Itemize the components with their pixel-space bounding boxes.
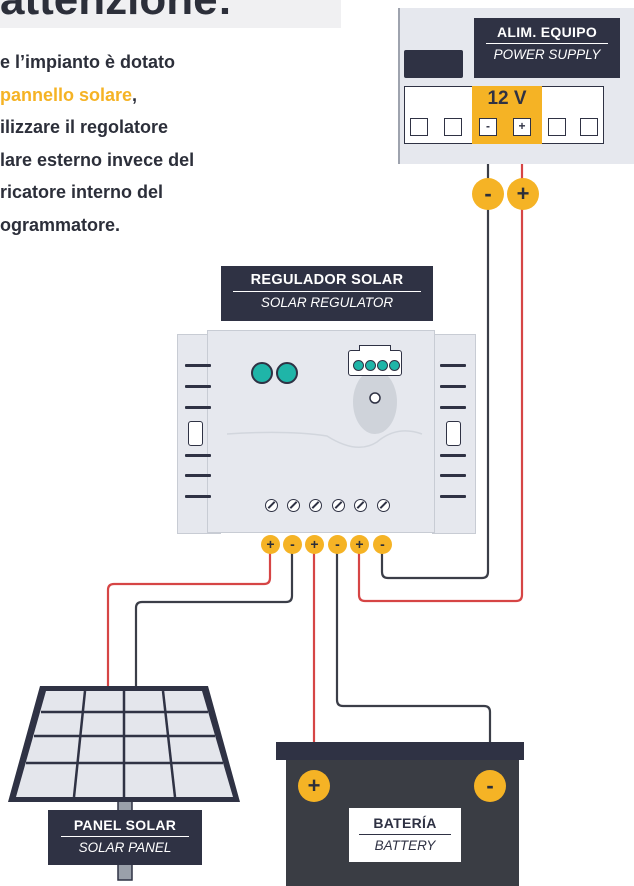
regulator-title: REGULADOR SOLAR [250, 272, 404, 288]
warning-line: ilizzare il regolatore [0, 111, 280, 144]
battery-plus-sign: + [298, 770, 330, 802]
regulator-label: REGULADOR SOLAR SOLAR REGULATOR [221, 266, 433, 321]
label-divider [61, 836, 189, 837]
status-led [365, 360, 376, 371]
label-divider [359, 834, 451, 835]
battery-label: BATERÍA BATTERY [349, 808, 461, 862]
warning-title-box [0, 0, 341, 28]
vent-slot [440, 474, 466, 477]
solar-panel-subtitle: SOLAR PANEL [78, 840, 172, 855]
led-panel-tab [359, 345, 391, 351]
solar-panel-title: PANEL SOLAR [73, 817, 177, 833]
power-supply-label: ALIM. EQUIPO POWER SUPPLY [474, 18, 620, 78]
regulator-terminal-sign: + [261, 535, 280, 554]
vent-slot [440, 454, 466, 457]
wire-panel-negative [134, 548, 294, 690]
vent-slot [185, 385, 211, 388]
vent-slot [440, 364, 466, 367]
warning-highlight: pannello solare [0, 84, 133, 105]
solar-panel-label: PANEL SOLAR SOLAR PANEL [48, 810, 202, 865]
warning-title: attenzione: [0, 0, 232, 22]
regulator-terminal-sign: - [328, 535, 347, 554]
terminal-screw [265, 499, 278, 512]
power-supply-subtitle: POWER SUPPLY [493, 47, 601, 62]
wire-load-positive [357, 130, 524, 603]
label-divider [233, 291, 421, 292]
warning-text-segment: ogrammatore. [0, 214, 121, 235]
battery-subtitle: BATTERY [374, 838, 436, 853]
wire-battery-negative [335, 548, 492, 780]
regulator-subtitle: SOLAR REGULATOR [260, 295, 394, 310]
vent-slot [185, 495, 211, 498]
warning-line: e l’impianto è dotato [0, 46, 280, 79]
warning-line: ogrammatore. [0, 209, 280, 242]
warning-line: ricatore interno del [0, 176, 280, 209]
regulator-terminal-sign: - [373, 535, 392, 554]
warning-text-segment: lare esterno invece del [0, 149, 195, 170]
vent-slot [440, 406, 466, 409]
warning-text-segment: e l’impianto è dotato [0, 52, 176, 72]
status-led [377, 360, 388, 371]
terminal-screw [354, 499, 367, 512]
warning-line: pannello solare, [0, 79, 280, 112]
mounting-hole [446, 421, 461, 446]
vent-slot [185, 364, 211, 367]
warning-text-segment: ilizzare il regolatore [0, 117, 169, 137]
warning-text-segment: ricatore interno del [0, 182, 164, 202]
regulator-face-graphic [226, 370, 423, 448]
warning-line: lare esterno invece del [0, 144, 280, 177]
power-supply-display [404, 50, 463, 78]
battery-title: BATERÍA [373, 815, 437, 831]
status-led-panel [348, 345, 402, 376]
status-led [389, 360, 400, 371]
vent-slot [440, 385, 466, 388]
psu-plus-sign: + [507, 178, 539, 210]
terminal-screw [287, 499, 300, 512]
terminal-screw [309, 499, 322, 512]
terminal-screw [377, 499, 390, 512]
wire-load-negative [380, 130, 490, 580]
regulator-terminal-sign: + [350, 535, 369, 554]
power-supply-voltage: 12 V [487, 88, 527, 109]
terminal-slot [548, 118, 566, 136]
vent-slot [185, 454, 211, 457]
wire-panel-positive [106, 548, 272, 690]
terminal-plus: + [513, 118, 531, 136]
regulator-terminal-sign: - [283, 535, 302, 554]
vent-slot [185, 474, 211, 477]
mounting-hole [188, 421, 203, 446]
regulator-terminal-sign: + [305, 535, 324, 554]
indicator-led [251, 362, 273, 384]
solar-panel-illustration [8, 686, 240, 881]
label-divider [486, 43, 608, 44]
terminal-slot [410, 118, 428, 136]
vent-slot [440, 495, 466, 498]
terminal-minus: - [479, 118, 497, 136]
battery-minus-sign: - [474, 770, 506, 802]
status-led [353, 360, 364, 371]
warning-text: e l’impianto è dotato pannello solare, i… [0, 46, 280, 241]
power-supply-title: ALIM. EQUIPO [496, 24, 598, 40]
battery-top [276, 742, 524, 760]
terminal-slot [444, 118, 462, 136]
indicator-led [276, 362, 298, 384]
warning-text-segment: , [132, 84, 138, 105]
terminal-screw [332, 499, 345, 512]
vent-slot [185, 406, 211, 409]
psu-minus-sign: - [472, 178, 504, 210]
terminal-slot [580, 118, 598, 136]
